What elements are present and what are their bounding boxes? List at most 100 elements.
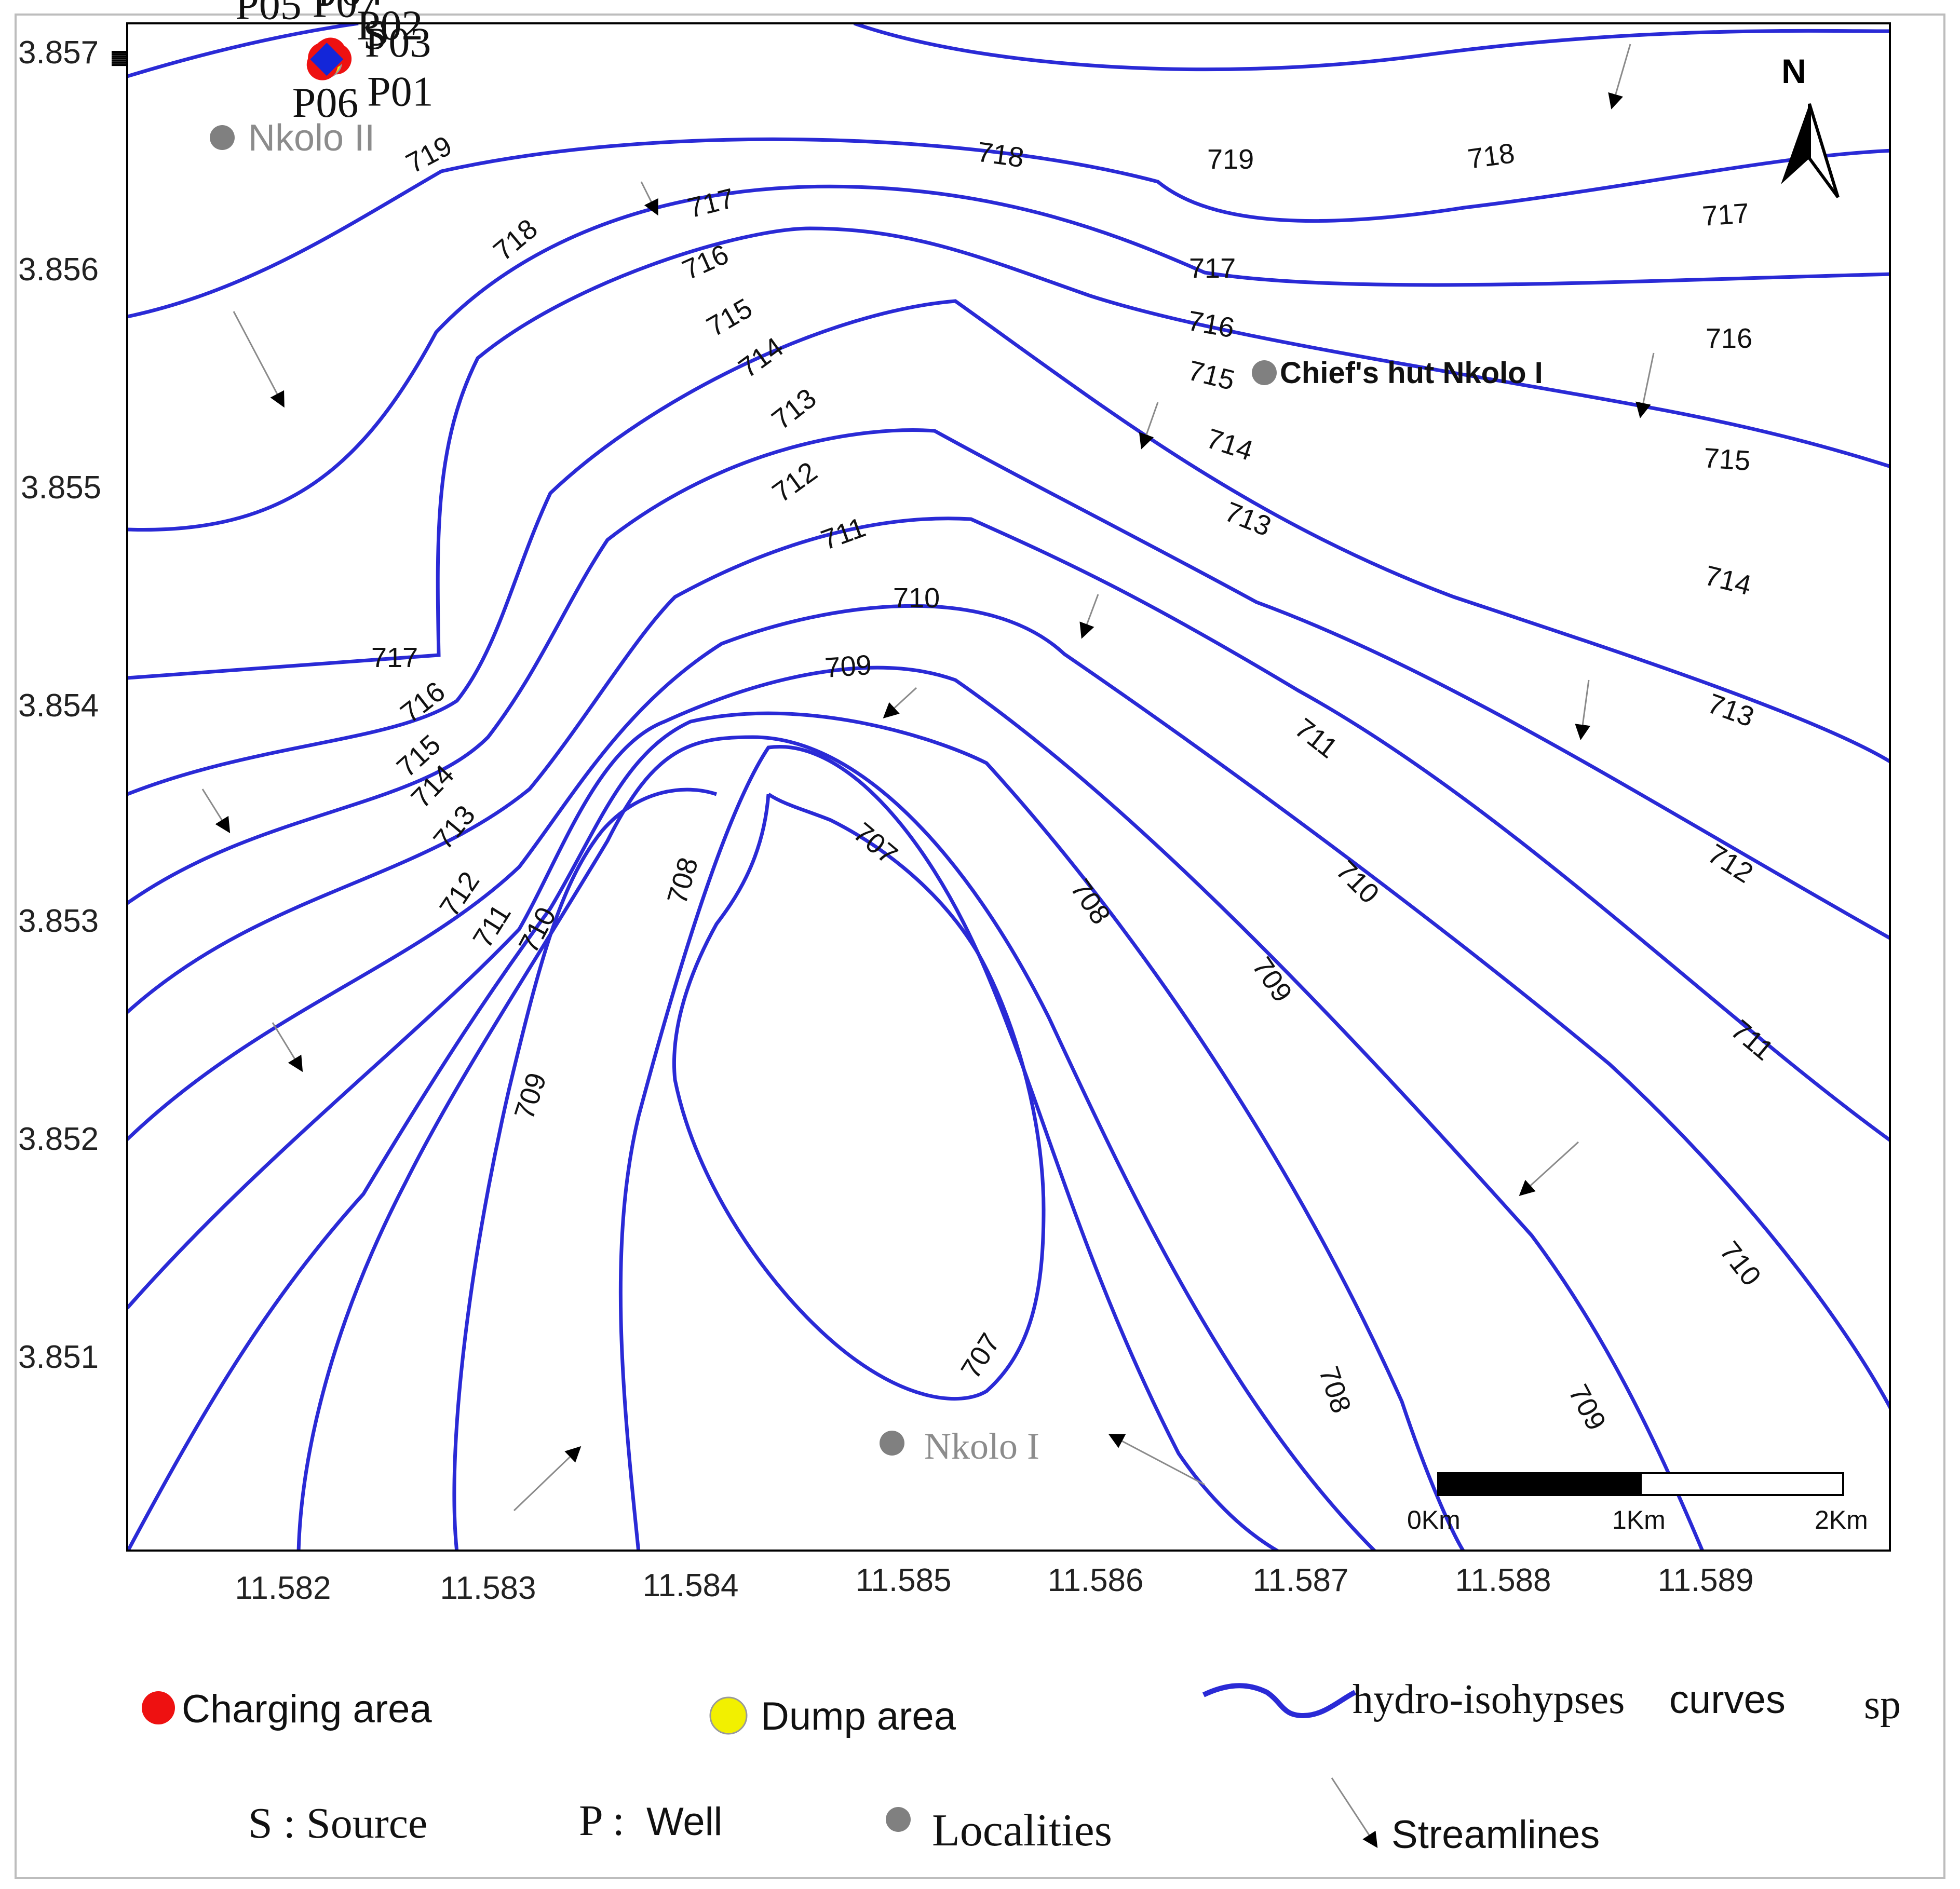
locality-label: Chief's hut Nkolo I <box>1280 356 1543 390</box>
contour-lines <box>127 23 1890 1551</box>
contour-label: 718 <box>975 136 1026 173</box>
y-tick-label: 3.852 <box>18 1121 99 1157</box>
contour-label: 710 <box>1714 1235 1767 1292</box>
contour-label: 717 <box>1701 198 1750 232</box>
y-tick-label: 3.851 <box>18 1339 99 1375</box>
streamline-arrow <box>1635 352 1655 418</box>
contour-line <box>127 517 1890 1143</box>
contour-label: 715 <box>1702 442 1751 477</box>
contour-label: 711 <box>817 511 870 556</box>
contour-label: 713 <box>1704 688 1758 733</box>
contour-label: 719 <box>401 130 457 179</box>
x-tick-label: 11.586 <box>1047 1562 1143 1598</box>
legend-curve-icon <box>1202 1683 1357 1719</box>
contour-label: 712 <box>1702 838 1759 889</box>
legend-charging-label: Charging area <box>182 1687 432 1731</box>
y-tick-label: 3.856 <box>18 252 99 288</box>
y-axis: 3.857 3.856 3.855 3.854 3.853 3.852 3.85… <box>18 35 127 1375</box>
streamline-arrow <box>272 1022 303 1072</box>
contour-line <box>127 23 359 78</box>
y-tick-label: 3.855 <box>21 470 101 506</box>
scale-label: 2Km <box>1815 1505 1868 1534</box>
streamline-arrow <box>513 1446 582 1512</box>
locality-marker <box>880 1431 904 1456</box>
contour-line <box>127 711 1466 1551</box>
y-tick-label: 3.854 <box>18 688 99 724</box>
locality-marker <box>1252 360 1277 385</box>
contour-label: 709 <box>508 1069 552 1123</box>
legend-sp-label: sp <box>1864 1682 1901 1728</box>
well-label-p04: P04 <box>317 0 384 15</box>
contour-label: 718 <box>1466 138 1517 175</box>
streamline-arrow <box>1108 1434 1205 1486</box>
legend-charging-marker <box>142 1691 175 1724</box>
contour-label: 714 <box>1202 423 1256 467</box>
streamline-arrow <box>1079 594 1099 639</box>
north-arrow-icon <box>1781 104 1809 184</box>
legend-curves-label-b: curves <box>1669 1678 1786 1722</box>
scale-label: 1Km <box>1612 1505 1666 1534</box>
contour-label: 710 <box>893 582 940 614</box>
x-tick-label: 11.589 <box>1657 1562 1753 1598</box>
x-tick-label: 11.584 <box>642 1568 738 1603</box>
legend-streamlines-label: Streamlines <box>1391 1813 1600 1857</box>
contour-label: 708 <box>661 854 705 907</box>
x-tick-label: 11.585 <box>855 1562 951 1598</box>
contour-label: 717 <box>1189 253 1236 284</box>
contour-label: 714 <box>1701 560 1754 601</box>
contour-label: 717 <box>371 642 418 673</box>
x-axis: 11.582 11.583 11.584 11.585 11.586 11.58… <box>235 1562 1753 1606</box>
well-label-p06: P06 <box>292 79 359 126</box>
north-arrow: N <box>1781 52 1840 198</box>
x-tick-label: 11.583 <box>440 1570 536 1606</box>
y-tick-label: 3.857 <box>18 35 99 71</box>
streamline-arrow <box>640 181 658 216</box>
contour-line <box>672 793 1046 1401</box>
legend-dump-marker <box>709 1696 748 1735</box>
legend-dump-label: Dump area <box>761 1694 956 1738</box>
streamline-arrow <box>883 687 917 719</box>
contour-label: 711 <box>1289 712 1344 764</box>
contour-label: 712 <box>434 866 485 922</box>
contour-label: 716 <box>1706 323 1752 354</box>
contour-label: 717 <box>684 183 737 224</box>
well-label-p03: P03 <box>365 19 431 66</box>
contour-line <box>127 665 1705 1551</box>
locality-label: Nkolo II <box>248 117 375 159</box>
streamline-arrow <box>1519 1141 1579 1197</box>
legend-streamline-icon <box>1331 1777 1378 1849</box>
contour-line <box>452 787 718 1551</box>
contour-line <box>296 735 1377 1551</box>
contour-line <box>127 137 1890 319</box>
contour-label: 709 <box>824 649 873 684</box>
contour-label: 719 <box>1207 144 1254 175</box>
well-label-p05: P05 <box>235 0 302 29</box>
y-tick-label: 3.853 <box>18 903 99 939</box>
contour-line <box>127 226 1890 680</box>
contour-line <box>127 428 1890 941</box>
streamline-arrow <box>1575 680 1591 740</box>
legend-well-key-b: Well <box>646 1800 722 1844</box>
contour-label: 710 <box>1330 854 1385 909</box>
legend-well-key-a: P : <box>579 1797 625 1845</box>
contour-label: 709 <box>1246 952 1298 1008</box>
scale-bar: 0Km 1Km 2Km <box>1407 1472 1868 1534</box>
x-tick-label: 11.582 <box>235 1570 331 1606</box>
locality-label: Nkolo I <box>924 1425 1039 1467</box>
map-frame <box>126 22 1891 1552</box>
contour-label: 714 <box>733 331 789 384</box>
localities: Nkolo II Chief's hut Nkolo I Nkolo I <box>210 117 1543 1467</box>
streamlines <box>201 44 1655 1512</box>
contour-label: 715 <box>1185 355 1238 396</box>
contour-label: 716 <box>1185 305 1237 344</box>
well-label-p02: P02 <box>357 2 423 49</box>
contour-label: 708 <box>1313 1363 1357 1417</box>
legend: Charging area Dump area hydro-isohypses … <box>142 1677 1901 1857</box>
contour-label: 711 <box>467 899 517 954</box>
contour-label: 709 <box>1562 1379 1612 1435</box>
legend-source-key: S : Source <box>248 1799 427 1847</box>
wells: P01P02P03P04P05P06P07 <box>235 0 434 126</box>
streamline-arrow <box>1139 402 1159 450</box>
contour-label: 713 <box>1221 496 1276 542</box>
